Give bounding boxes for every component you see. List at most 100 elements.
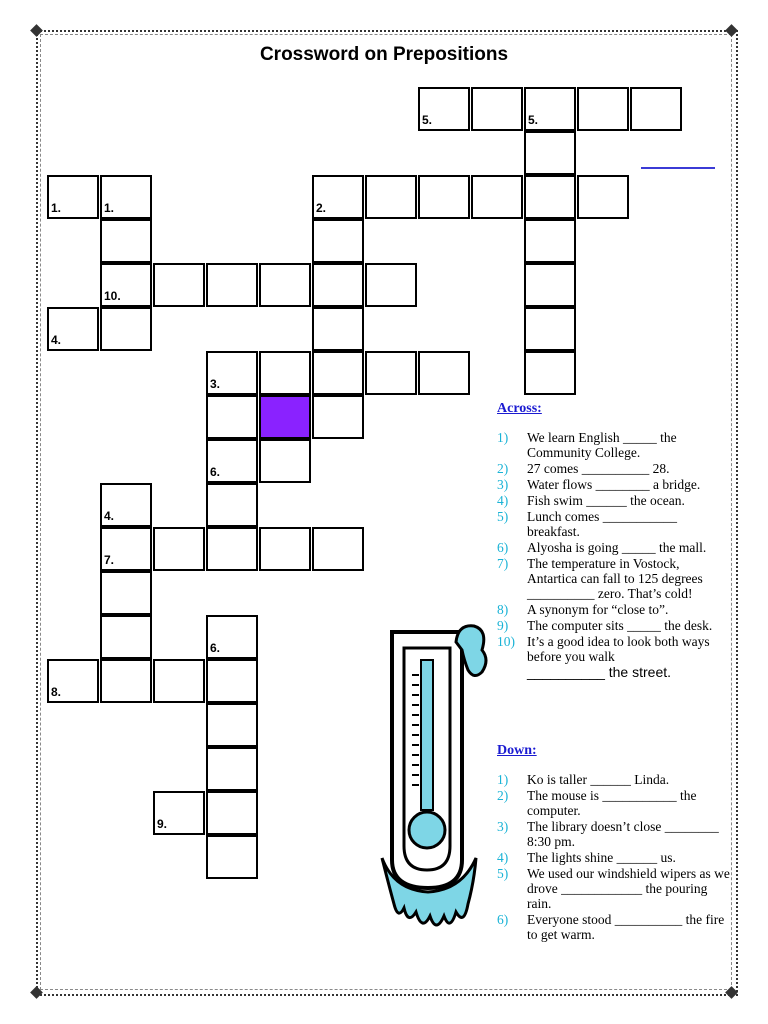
page-title: Crossword on Prepositions bbox=[259, 44, 509, 65]
grid-cell[interactable] bbox=[418, 175, 470, 219]
grid-cell[interactable] bbox=[206, 263, 258, 307]
clue-number: 1) bbox=[497, 772, 509, 787]
cell-number: 6. bbox=[210, 465, 221, 479]
grid-cell[interactable] bbox=[365, 351, 417, 395]
clue-text: The computer sits _____ the desk. bbox=[527, 618, 713, 633]
grid-cell[interactable]: 8. bbox=[47, 659, 99, 703]
grid-cell[interactable] bbox=[153, 527, 205, 571]
grid-cell[interactable] bbox=[524, 263, 576, 307]
grid-cell[interactable] bbox=[259, 439, 311, 483]
grid-cell[interactable]: 6. bbox=[206, 615, 258, 659]
across-clue: 2)27 comes __________ 28. bbox=[497, 461, 730, 476]
grid-cell[interactable] bbox=[153, 659, 205, 703]
grid-cell[interactable] bbox=[471, 87, 523, 131]
cell-number: 10. bbox=[104, 289, 121, 303]
clue-number: 4) bbox=[497, 493, 509, 508]
clue-text: A synonym for “close to”. bbox=[527, 602, 669, 617]
grid-cell[interactable] bbox=[524, 307, 576, 351]
grid-cell[interactable] bbox=[630, 87, 682, 131]
grid-cell[interactable]: 3. bbox=[206, 351, 258, 395]
grid-cell[interactable] bbox=[100, 571, 152, 615]
down-clue: 6)Everyone stood __________ the fire to … bbox=[497, 912, 730, 942]
across-clue: 3)Water flows ________ a bridge. bbox=[497, 477, 730, 492]
grid-cell[interactable]: 5. bbox=[418, 87, 470, 131]
across-clue-list: 1)We learn English _____ the Community C… bbox=[497, 430, 730, 680]
grid-cell[interactable] bbox=[365, 263, 417, 307]
grid-cell[interactable] bbox=[259, 263, 311, 307]
grid-cell[interactable]: 6. bbox=[206, 439, 258, 483]
clue-number: 7) bbox=[497, 556, 509, 571]
cell-number: 4. bbox=[51, 333, 62, 347]
grid-cell[interactable] bbox=[100, 219, 152, 263]
grid-cell[interactable] bbox=[365, 175, 417, 219]
down-clues: Down: 1)Ko is taller ______ Linda.2)The … bbox=[497, 743, 730, 943]
grid-cell[interactable] bbox=[312, 219, 364, 263]
grid-cell[interactable] bbox=[418, 351, 470, 395]
grid-cell[interactable]: 7. bbox=[100, 527, 152, 571]
clue-number: 4) bbox=[497, 850, 509, 865]
grid-cell[interactable] bbox=[100, 615, 152, 659]
grid-cell[interactable] bbox=[577, 87, 629, 131]
grid-cell[interactable] bbox=[312, 307, 364, 351]
across-clue: 4)Fish swim ______ the ocean. bbox=[497, 493, 730, 508]
clue-number: 10) bbox=[497, 634, 515, 649]
cell-number: 7. bbox=[104, 553, 115, 567]
grid-cell[interactable] bbox=[206, 747, 258, 791]
clue-text: Lunch comes ___________ breakfast. bbox=[527, 509, 677, 539]
grid-cell[interactable] bbox=[577, 175, 629, 219]
grid-cell[interactable]: 1. bbox=[100, 175, 152, 219]
cell-number: 4. bbox=[104, 509, 115, 523]
clue-number: 9) bbox=[497, 618, 509, 633]
clue-number: 3) bbox=[497, 819, 509, 834]
grid-cell[interactable]: 9. bbox=[153, 791, 205, 835]
clue-number: 2) bbox=[497, 788, 509, 803]
clue-number: 6) bbox=[497, 540, 509, 555]
cell-number: 5. bbox=[528, 113, 539, 127]
shaded-cell[interactable] bbox=[259, 395, 311, 439]
grid-cell[interactable] bbox=[524, 175, 576, 219]
cell-number: 2. bbox=[316, 201, 327, 215]
grid-cell[interactable] bbox=[206, 395, 258, 439]
grid-cell[interactable] bbox=[312, 527, 364, 571]
across-clue: 9) The computer sits _____ the desk. bbox=[497, 618, 730, 633]
cell-number: 9. bbox=[157, 817, 168, 831]
grid-cell[interactable] bbox=[524, 219, 576, 263]
clue-number: 5) bbox=[497, 509, 509, 524]
grid-cell[interactable] bbox=[312, 395, 364, 439]
grid-cell[interactable] bbox=[524, 351, 576, 395]
grid-cell[interactable] bbox=[471, 175, 523, 219]
clue-text: We learn English _____ the Community Col… bbox=[527, 430, 677, 460]
grid-cell[interactable]: 4. bbox=[47, 307, 99, 351]
grid-cell[interactable] bbox=[259, 527, 311, 571]
across-clue: 10)It’s a good idea to look both ways be… bbox=[497, 634, 730, 664]
grid-cell[interactable] bbox=[312, 351, 364, 395]
grid-cell[interactable] bbox=[206, 835, 258, 879]
across-clues: Across: 1)We learn English _____ the Com… bbox=[497, 401, 730, 681]
grid-cell[interactable]: 4. bbox=[100, 483, 152, 527]
grid-cell[interactable] bbox=[100, 307, 152, 351]
thermometer-icon bbox=[380, 624, 488, 927]
across-clue: 1)We learn English _____ the Community C… bbox=[497, 430, 730, 460]
grid-cell[interactable]: 2. bbox=[312, 175, 364, 219]
grid-cell[interactable] bbox=[206, 527, 258, 571]
grid-cell[interactable]: 10. bbox=[100, 263, 152, 307]
grid-cell[interactable] bbox=[153, 263, 205, 307]
across-clue: 5) Lunch comes ___________ breakfast. bbox=[497, 509, 730, 539]
grid-cell[interactable] bbox=[312, 263, 364, 307]
grid-cell[interactable] bbox=[206, 483, 258, 527]
grid-cell[interactable]: 5. bbox=[524, 87, 576, 131]
across-clue: 6)Alyosha is going _____ the mall. bbox=[497, 540, 730, 555]
clue-text: 27 comes __________ 28. bbox=[527, 461, 670, 476]
across-clue: 8)A synonym for “close to”. bbox=[497, 602, 730, 617]
grid-cell[interactable] bbox=[100, 659, 152, 703]
clue-text: The mouse is ___________ the computer. bbox=[527, 788, 697, 818]
grid-cell[interactable] bbox=[206, 659, 258, 703]
grid-cell[interactable] bbox=[206, 791, 258, 835]
across-clue: __________ the street. bbox=[497, 665, 730, 680]
grid-cell[interactable] bbox=[259, 351, 311, 395]
grid-cell[interactable] bbox=[524, 131, 576, 175]
down-clue: 4)The lights shine ______ us. bbox=[497, 850, 730, 865]
grid-cell[interactable] bbox=[206, 703, 258, 747]
page-border-inner bbox=[40, 34, 732, 990]
grid-cell[interactable]: 1. bbox=[47, 175, 99, 219]
